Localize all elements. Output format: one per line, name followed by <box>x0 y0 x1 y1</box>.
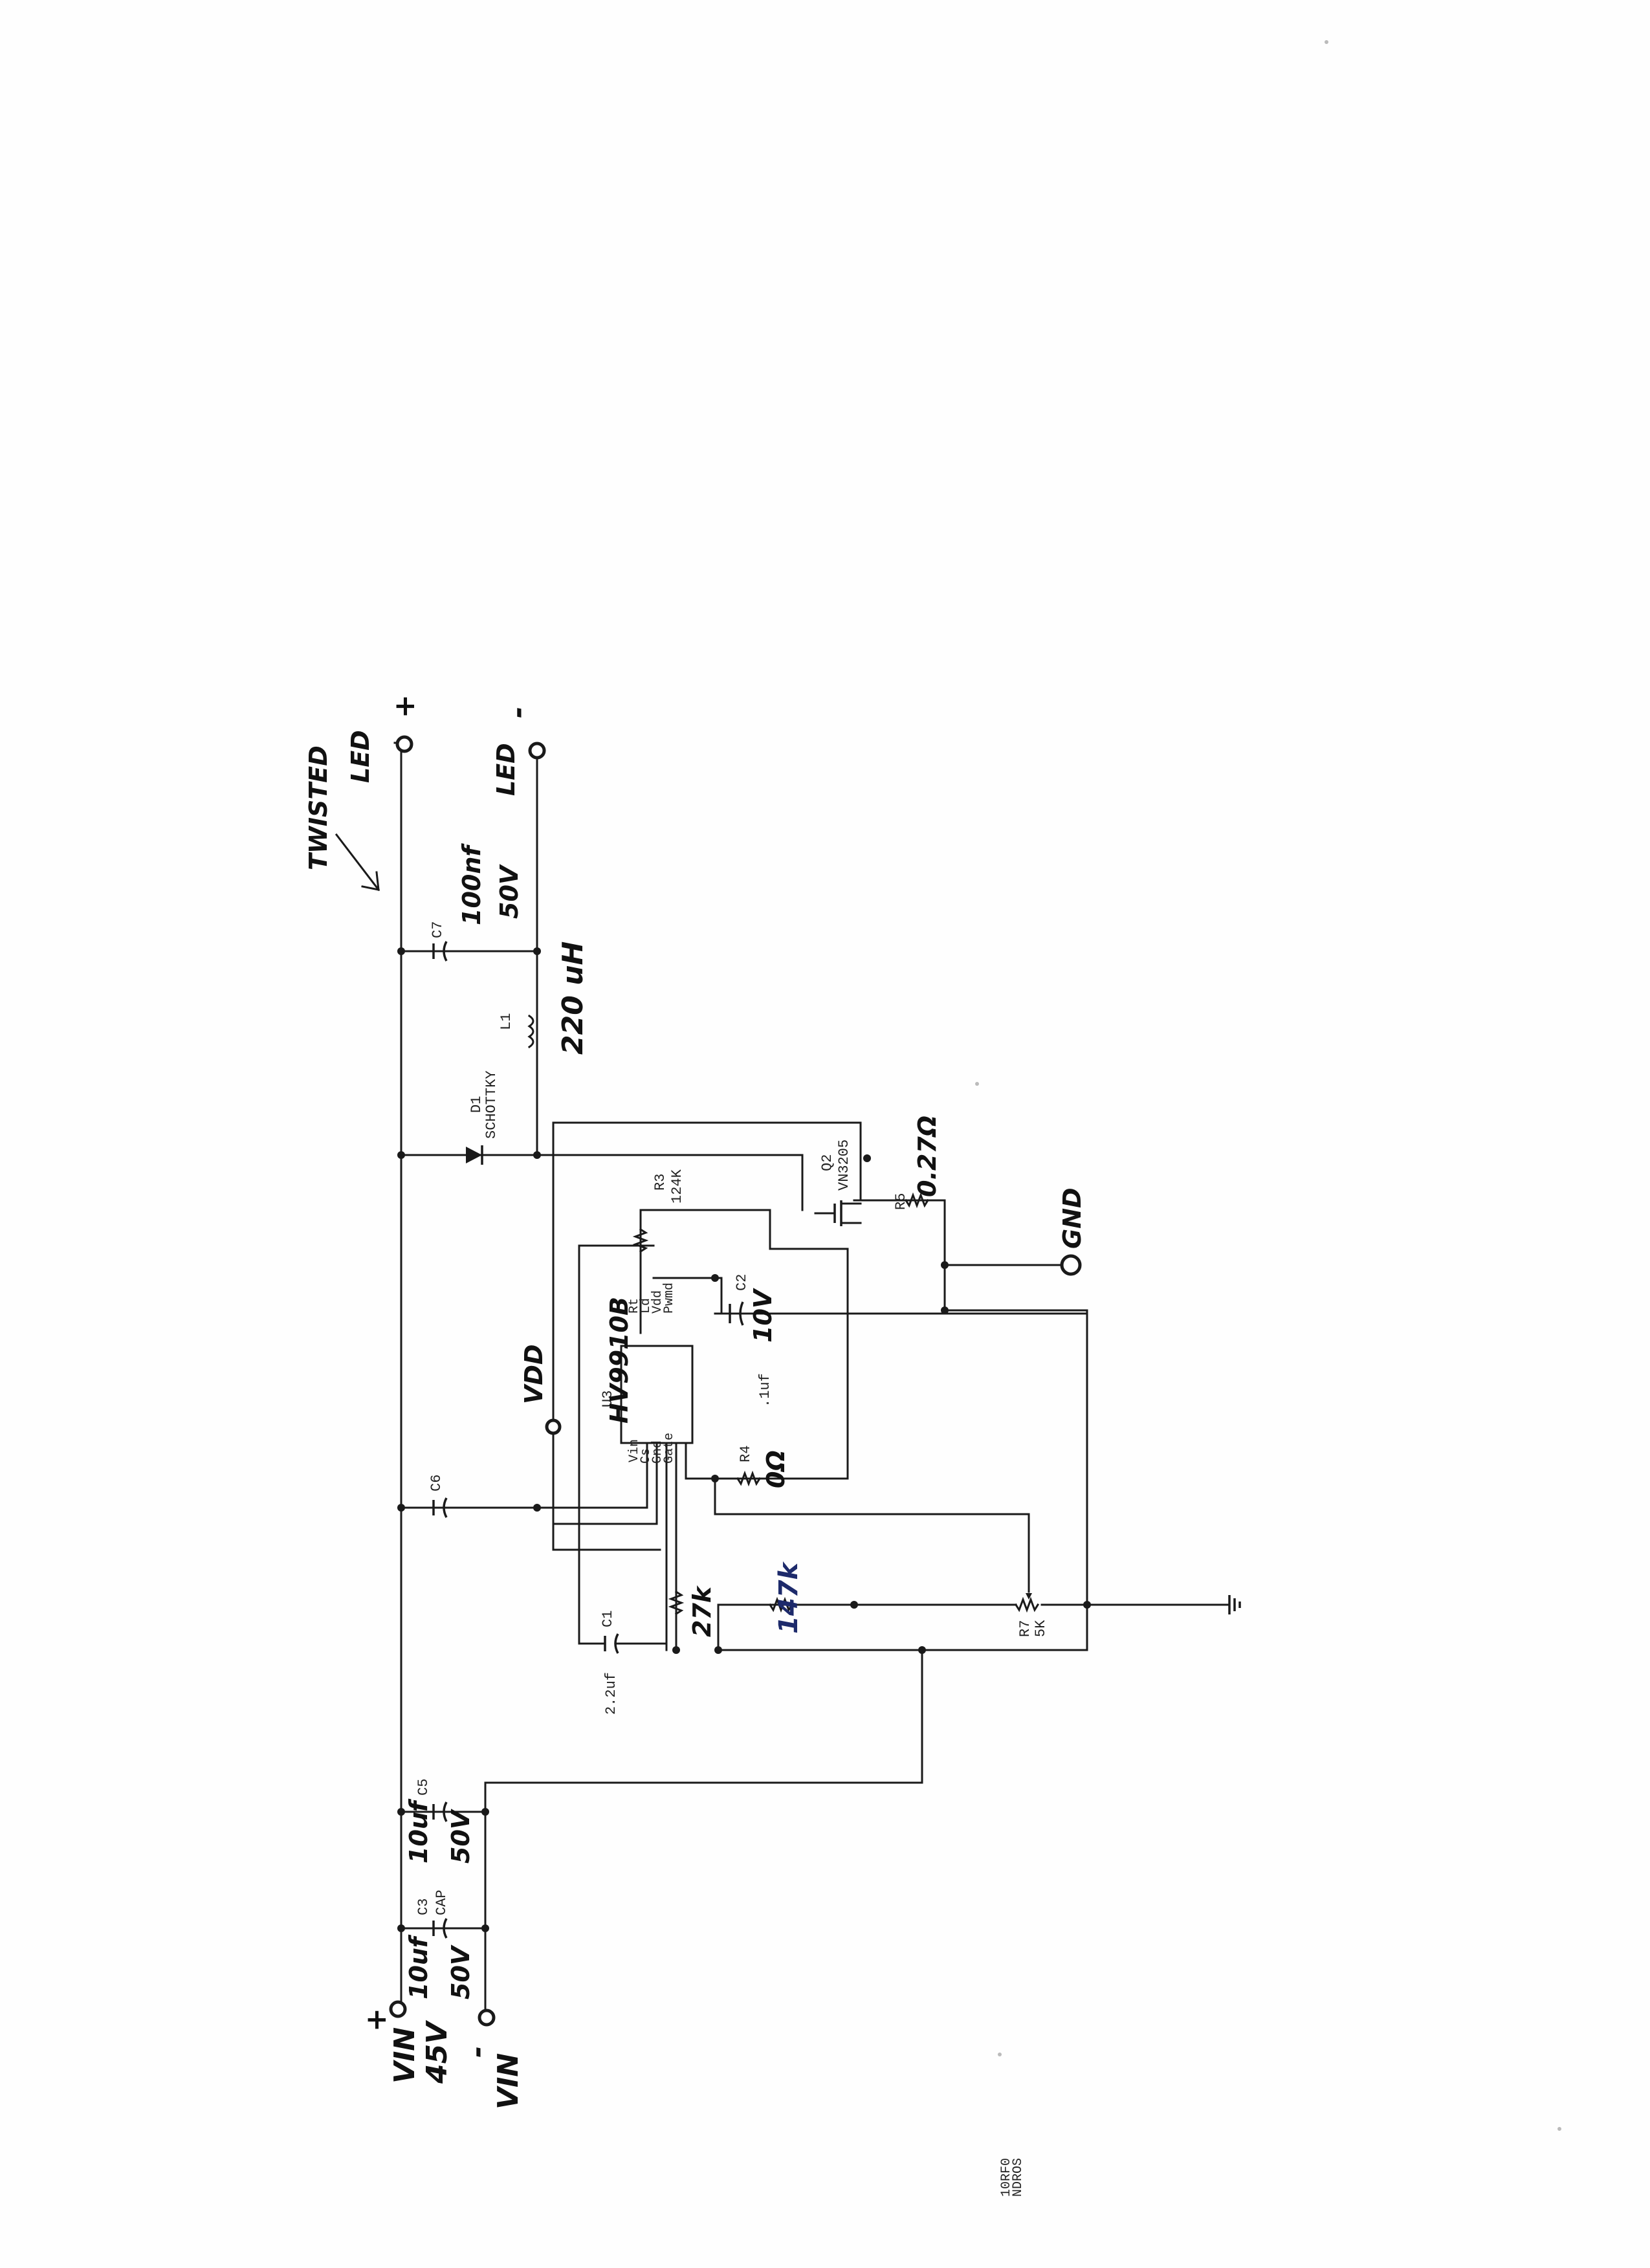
c6-ref: C6 <box>428 1475 445 1492</box>
r7-value: 5K <box>1033 1620 1049 1637</box>
c1-ref: C1 <box>600 1611 616 1627</box>
capacitor-c6 <box>432 1497 448 1518</box>
r-147k-value: 147k <box>774 1561 804 1634</box>
capacitor-c1 <box>604 1633 668 1654</box>
led-pos-label: LED <box>346 730 375 783</box>
c2-rating: 10V <box>749 1288 777 1343</box>
resistor-27k <box>668 1590 685 1616</box>
c5-ref: C5 <box>415 1779 432 1796</box>
vin-negative-terminal[interactable] <box>478 2009 496 2027</box>
capacitor-c2 <box>729 1301 744 1326</box>
twisted-arrow-icon <box>335 833 380 892</box>
scan-speck <box>975 1082 979 1086</box>
vin-neg-label: VIN <box>492 2053 525 2109</box>
u3-pin-gnd: Gnd <box>650 1440 665 1464</box>
r5-value: 0.27Ω <box>913 1116 941 1197</box>
r4-value: 0Ω <box>762 1450 790 1488</box>
c3-type: CAP <box>434 1889 450 1915</box>
u3-pin-vin: Vin <box>627 1439 642 1462</box>
c2-value: .1uf <box>757 1373 773 1407</box>
gnd-terminal[interactable] <box>1060 1254 1082 1276</box>
resistor-r3 <box>632 1228 649 1253</box>
u3-pin-cs: Cs <box>639 1448 654 1464</box>
c5-rating: 50V <box>446 1809 475 1864</box>
ic-u3 <box>620 1345 694 1444</box>
d1-ref: D1 <box>468 1096 485 1113</box>
capacitor-c5 <box>432 1801 448 1822</box>
vin-pos-label: VIN <box>388 2027 421 2084</box>
scan-speck <box>998 2053 1002 2056</box>
r-27k-value: 27k <box>688 1585 716 1637</box>
junctions <box>397 947 1091 1932</box>
r4-ref: R4 <box>738 1446 754 1462</box>
inductor-l1 <box>527 1014 534 1049</box>
led-neg-label: LED <box>492 743 520 796</box>
r3-ref: R3 <box>652 1174 668 1191</box>
u3-part: HV9910B <box>605 1297 633 1424</box>
ground-symbol <box>1228 1595 1241 1614</box>
q2-ref: Q2 <box>819 1154 835 1171</box>
corner-note-line-1: 10RF0 <box>999 2158 1014 2197</box>
c5-value: 10uf <box>404 1798 433 1864</box>
led-neg-sign: - <box>501 707 534 718</box>
resistor-r5 <box>904 1192 930 1209</box>
scan-speck <box>1325 40 1328 44</box>
c1-value: 2.2uf <box>603 1672 619 1715</box>
r3-value: 124K <box>669 1169 685 1204</box>
u3-ref: U3 <box>600 1391 616 1407</box>
l1-ref: L1 <box>498 1013 514 1030</box>
gnd-label: GND <box>1058 1187 1086 1249</box>
u3-pin-gate: Gate <box>662 1433 677 1464</box>
u3-pin-pwmd: Pwmd <box>662 1283 677 1314</box>
vdd-terminal[interactable] <box>545 1418 562 1435</box>
diode-d1 <box>466 1145 483 1165</box>
resistor-r4 <box>736 1470 762 1487</box>
q2-part: VN3205 <box>836 1140 852 1191</box>
vin-voltage-label: 45V <box>421 2020 454 2084</box>
c3-value: 10uf <box>404 1934 433 1999</box>
c2-ref: C2 <box>734 1274 750 1291</box>
vin-pos-sign: + <box>360 2008 393 2032</box>
mosfet-q2 <box>814 1200 862 1226</box>
u3-pin-vdd: Vdd <box>650 1290 665 1314</box>
c7-ref: C7 <box>430 921 446 938</box>
c3-rating: 50V <box>446 1944 475 1999</box>
vin-neg-sign: - <box>461 2046 494 2058</box>
capacitor-c3 <box>432 1918 448 1939</box>
vin-positive-terminal[interactable] <box>389 2000 407 2018</box>
potentiometer-r7 <box>1014 1593 1040 1613</box>
scan-speck <box>1557 2127 1561 2131</box>
u3-pin-rt: Rt <box>627 1298 642 1314</box>
led-negative-terminal[interactable] <box>528 742 546 760</box>
d1-type: SCHOTTKY <box>483 1070 500 1139</box>
c7-value: 100nf <box>457 843 486 925</box>
resistor-147k <box>768 1596 794 1613</box>
led-positive-terminal[interactable] <box>395 735 413 753</box>
r5-ref: R5 <box>893 1193 909 1210</box>
c7-rating: 50V <box>495 864 523 919</box>
c3-ref: C3 <box>415 1899 432 1915</box>
u3-pin-ld: Ld <box>639 1298 654 1314</box>
twisted-label: TWISTED <box>304 745 333 870</box>
capacitor-c7 <box>400 941 538 962</box>
vdd-label: VDD <box>520 1345 548 1405</box>
l1-value: 220 uH <box>556 941 589 1055</box>
led-pos-sign: + <box>388 694 421 718</box>
labels: VIN + 45V VIN - C3 CAP 10uf 50V C5 10uf … <box>304 694 1086 2197</box>
r7-ref: R7 <box>1017 1620 1033 1637</box>
corner-note-line-2: NDROS <box>1011 2158 1026 2197</box>
